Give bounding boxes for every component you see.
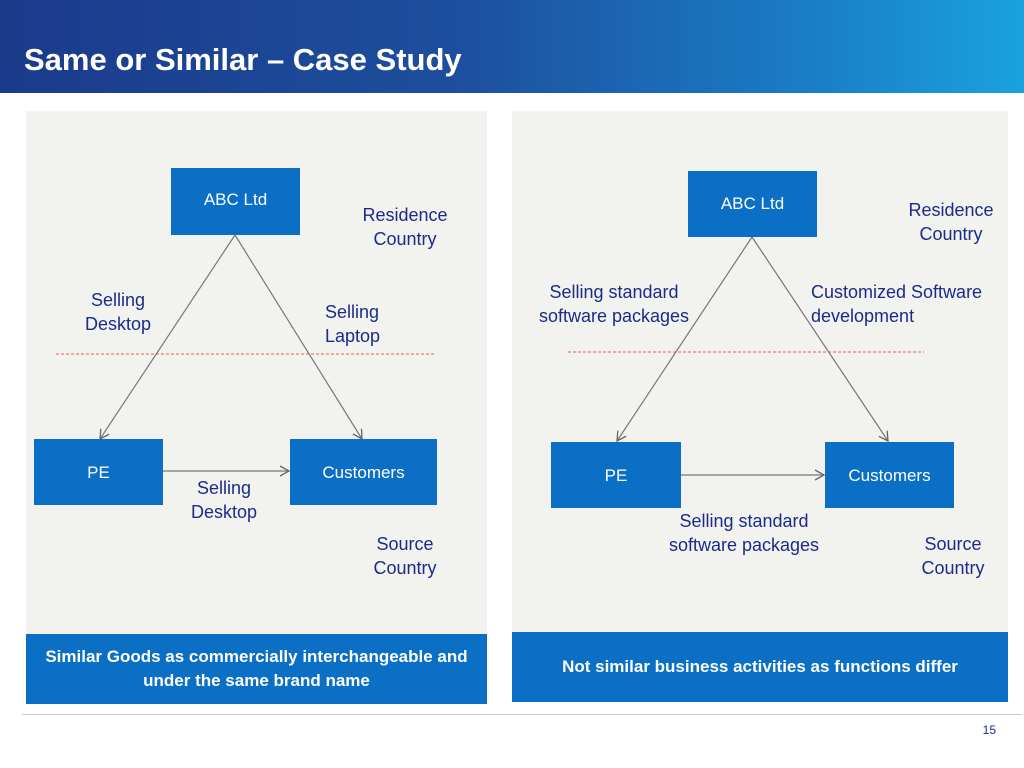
right-conclusion-bar: Not similar business activities as funct… <box>512 632 1008 702</box>
right-bottom-edge-label: Selling standard software packages <box>668 511 820 555</box>
right-customers-box: Customers <box>825 442 954 508</box>
right-pe-box: PE <box>551 442 681 508</box>
slide-title: Same or Similar – Case Study <box>24 42 462 77</box>
left-conclusion-bar: Similar Goods as commercially interchang… <box>26 634 487 704</box>
left-bottom-edge-label: Selling Desktop <box>190 478 258 522</box>
left-edge-label-selling-desktop: Selling Desktop <box>84 290 152 334</box>
left-edge-label-selling-laptop: Selling Laptop <box>325 302 381 346</box>
right-residence-label: Residence Country <box>908 200 994 244</box>
left-residence-label: Residence Country <box>362 205 448 249</box>
page-number: 15 <box>982 723 996 737</box>
footer-divider <box>22 714 1022 715</box>
left-arrow-to-customers <box>234 234 363 441</box>
right-edge-label-standard-software: Selling standard software packages <box>538 282 690 326</box>
left-customers-box: Customers <box>290 439 437 505</box>
right-arrow-to-customers <box>751 236 889 443</box>
left-source-label: Source Country <box>373 534 437 578</box>
left-pe-box: PE <box>34 439 163 505</box>
right-edge-label-customized-software: Customized Software development <box>811 282 983 326</box>
right-arrow-to-pe <box>616 236 753 443</box>
slide-header: Same or Similar – Case Study <box>0 0 1024 93</box>
right-abc-ltd-box: ABC Ltd <box>688 171 817 237</box>
right-source-label: Source Country <box>921 534 985 578</box>
left-arrow-to-pe <box>99 234 236 441</box>
left-abc-ltd-box: ABC Ltd <box>171 168 300 235</box>
